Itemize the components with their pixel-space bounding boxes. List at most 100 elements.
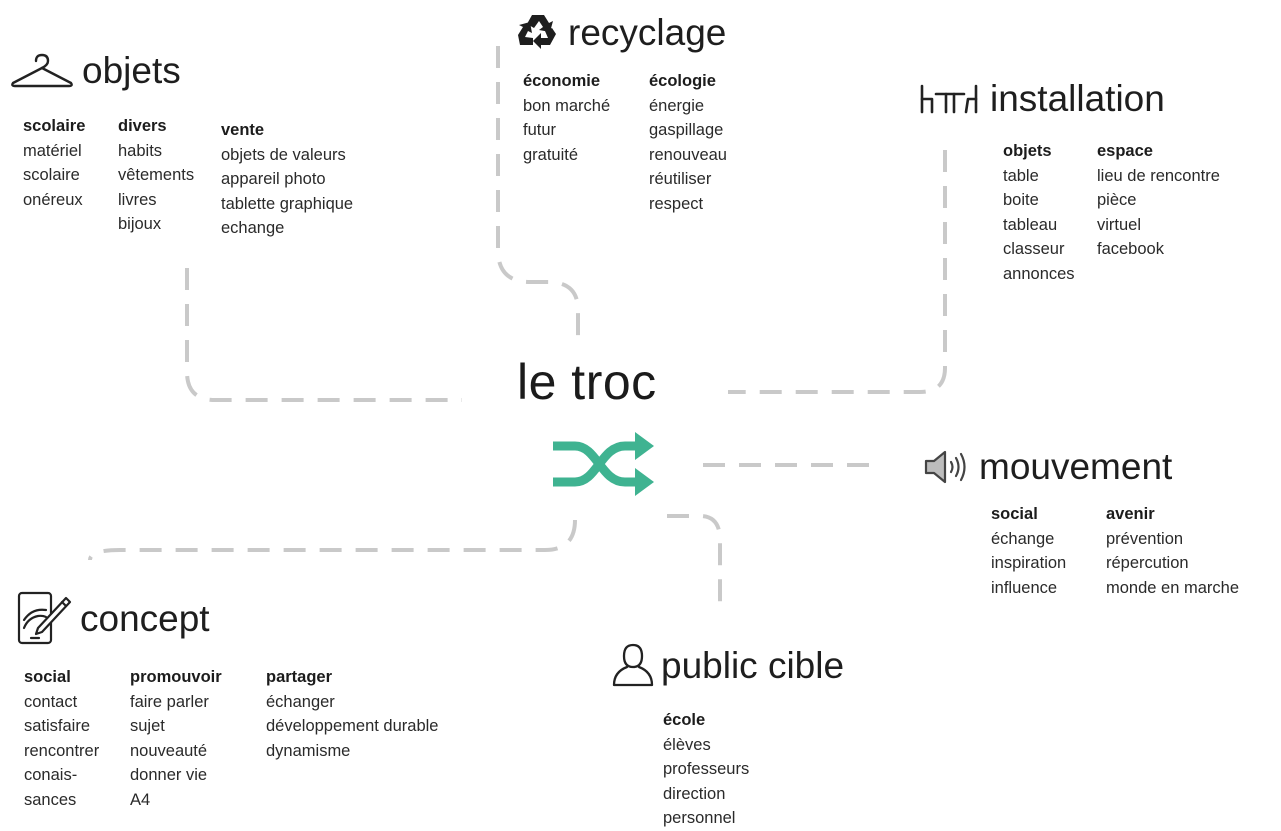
list-item: pièce (1097, 191, 1137, 209)
mouvement-columns: social échange inspiration influence ave… (991, 502, 1239, 600)
list-item: futur (523, 121, 557, 139)
list-item: lieu de rencontre (1097, 166, 1220, 185)
column-title: partager (266, 668, 333, 686)
connector-recyclage (496, 46, 580, 345)
list-item: gratuité (523, 145, 579, 164)
list-item: matériel (23, 141, 82, 160)
list-item: dynamisme (266, 741, 351, 760)
column-title: divers (118, 117, 167, 135)
column-title: économie (523, 72, 601, 90)
column-title: école (663, 711, 706, 729)
shuffle-icon (553, 432, 654, 496)
recyclage-col-ecologie: écologie énergie gaspillage renouveau ré… (649, 69, 727, 216)
list-item: contact (24, 692, 78, 711)
concept-heading: concept (16, 590, 210, 646)
list-item: développement durable (266, 717, 439, 735)
concept-title: concept (80, 597, 210, 639)
connector-public (667, 514, 722, 615)
list-item: echange (221, 219, 285, 237)
list-item: table (1003, 166, 1039, 185)
list-item: facebook (1097, 240, 1164, 258)
concept-columns: social contact satisfaire rencontrer con… (24, 665, 438, 812)
recyclage-col-economie: économie bon marché futur gratuité (523, 69, 649, 216)
objets-col-vente: vente objets de valeurs appareil photo t… (221, 114, 353, 241)
column-title: social (991, 505, 1038, 523)
concept-col-promouvoir: promouvoir faire parler sujet nouveauté … (130, 665, 266, 812)
list-item: direction (663, 784, 726, 803)
list-item: renouveau (649, 145, 727, 164)
mouvement-col-social: social échange inspiration influence (991, 502, 1106, 600)
person-icon (612, 643, 654, 687)
list-item: appareil photo (221, 170, 326, 188)
list-item: vêtements (118, 166, 195, 184)
mouvement-title: mouvement (979, 446, 1173, 487)
list-item: livres (118, 190, 157, 209)
concept-col-social: social contact satisfaire rencontrer con… (24, 665, 130, 812)
list-item: bijoux (118, 215, 162, 233)
public-col-ecole: école élèves professeurs direction perso… (663, 708, 749, 831)
recyclage-columns: économie bon marché futur gratuité écolo… (523, 69, 727, 216)
column-title: avenir (1106, 505, 1155, 523)
column-title: objets (1003, 142, 1052, 160)
objets-col-divers: divers habits vêtements livres bijoux (118, 114, 221, 241)
connector-objets (185, 268, 462, 402)
mouvement-col-avenir: avenir prévention répercution monde en m… (1106, 502, 1239, 600)
list-item: inspiration (991, 554, 1067, 572)
objets-col-scolaire: scolaire matériel scolaire onéreux (23, 114, 118, 241)
table-chairs-icon (920, 84, 978, 113)
list-item: personnel (663, 809, 736, 827)
list-item: élèves (663, 735, 711, 754)
public-heading: public cible (611, 642, 844, 688)
list-item: A4 (130, 790, 151, 809)
list-item: conais- (24, 766, 78, 784)
connector-concept (88, 519, 577, 561)
public-columns: école élèves professeurs direction perso… (663, 708, 749, 831)
list-item: objets de valeurs (221, 145, 346, 164)
list-item: gaspillage (649, 121, 724, 139)
list-item: satisfaire (24, 717, 91, 735)
installation-col-objets: objets table boite tableau classeur anno… (1003, 139, 1097, 286)
list-item: sances (24, 790, 77, 809)
installation-title: installation (990, 78, 1165, 119)
list-item: boite (1003, 191, 1039, 209)
list-item: réutiliser (649, 170, 712, 188)
list-item: rencontrer (24, 741, 100, 760)
installation-col-espace: espace lieu de rencontre pièce virtuel f… (1097, 139, 1220, 286)
center-title: le troc (517, 354, 657, 410)
list-item: onéreux (23, 190, 83, 209)
list-item: influence (991, 578, 1058, 597)
column-title: vente (221, 121, 265, 139)
column-title: promouvoir (130, 668, 222, 686)
recyclage-heading: recyclage (516, 12, 726, 52)
list-item: donner vie (130, 766, 208, 784)
list-item: monde en marche (1106, 578, 1239, 597)
list-item: annonces (1003, 264, 1075, 283)
installation-heading: installation (918, 80, 1165, 117)
objets-title: objets (82, 50, 181, 91)
list-item: respect (649, 194, 704, 213)
objets-heading: objets (10, 52, 181, 89)
list-item: tablette graphique (221, 194, 354, 213)
mouvement-heading: mouvement (923, 448, 1172, 485)
list-item: classeur (1003, 240, 1065, 258)
list-item: professeurs (663, 760, 750, 778)
list-item: tableau (1003, 215, 1058, 234)
list-item: sujet (130, 717, 165, 735)
list-item: nouveauté (130, 741, 208, 760)
list-item: virtuel (1097, 215, 1142, 234)
list-item: prévention (1106, 529, 1184, 548)
list-item: scolaire (23, 166, 80, 184)
column-title: écologie (649, 72, 716, 90)
list-item: énergie (649, 96, 705, 115)
public-title: public cible (661, 644, 845, 686)
installation-columns: objets table boite tableau classeur anno… (1003, 139, 1220, 286)
list-item: faire parler (130, 692, 209, 711)
hanger-icon (11, 53, 73, 87)
list-item: échanger (266, 692, 335, 711)
column-title: social (24, 668, 71, 686)
tablet-pen-icon (17, 591, 72, 645)
list-item: répercution (1106, 554, 1189, 572)
connector-installation (728, 150, 947, 394)
list-item: bon marché (523, 96, 611, 115)
